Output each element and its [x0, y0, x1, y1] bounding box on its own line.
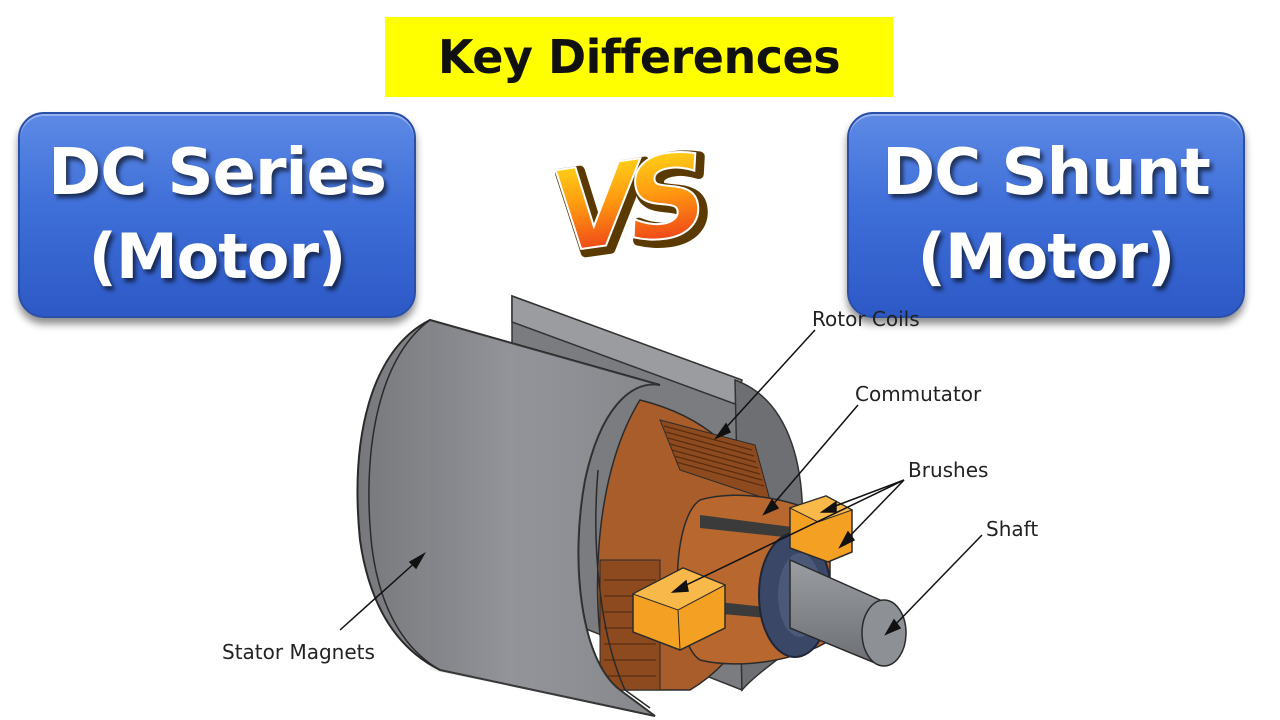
vs-text: VS [549, 133, 708, 278]
dc-series-motor-box: DC Series (Motor) [18, 112, 416, 318]
label-commutator: Commutator [855, 382, 982, 406]
page-title: Key Differences [437, 30, 841, 84]
dc-shunt-subtitle: (Motor) [917, 220, 1176, 293]
label-brushes: Brushes [908, 458, 989, 482]
dc-series-title: DC Series [48, 136, 387, 210]
label-stator-magnets: Stator Magnets [222, 640, 375, 664]
dc-shunt-motor-box: DC Shunt (Motor) [847, 112, 1245, 318]
leader-lines [339, 329, 983, 636]
vs-badge: VS VS [543, 128, 720, 288]
label-shaft: Shaft [986, 517, 1039, 541]
dc-series-subtitle: (Motor) [88, 220, 347, 293]
dc-shunt-title: DC Shunt [882, 136, 1211, 210]
shaft [789, 558, 907, 667]
brush-back [788, 495, 854, 563]
title-banner: Key Differences [385, 17, 893, 97]
stator-magnets [356, 318, 661, 717]
label-rotor-coils: Rotor Coils [812, 307, 920, 331]
vs-text-fill: VS [548, 129, 708, 278]
